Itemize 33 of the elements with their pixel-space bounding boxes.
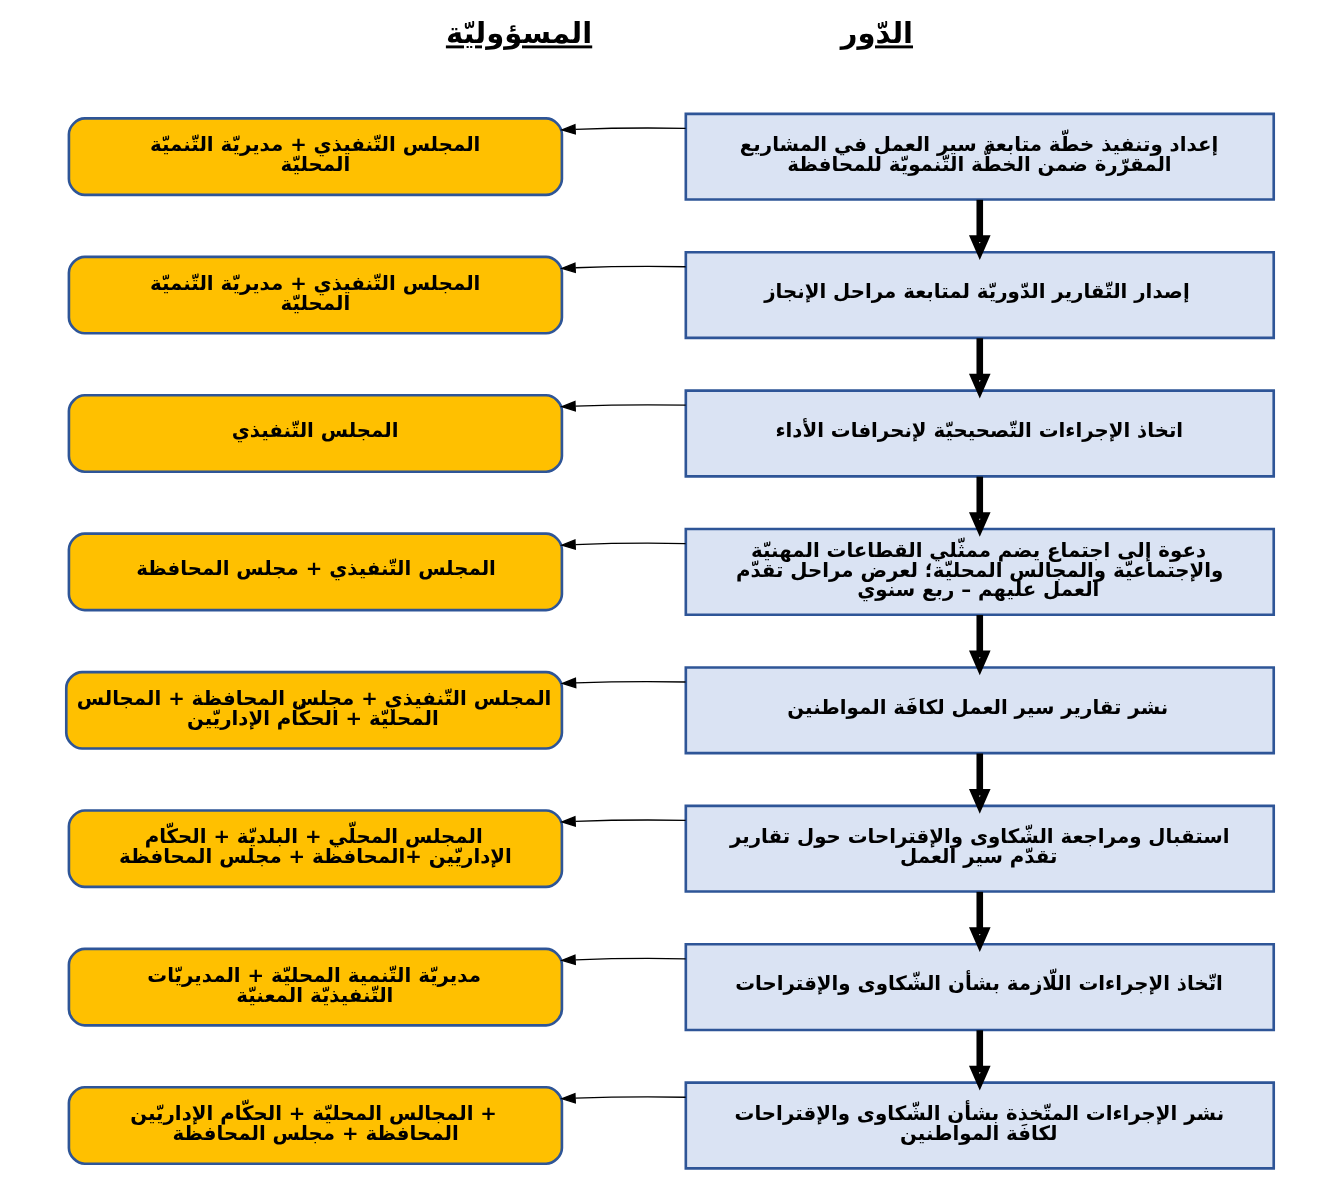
arrow bbox=[968, 476, 991, 537]
node-box: اتّخاذ الإجراءات اللّازمة بشأن الشّكاوى والإقتراحات bbox=[684, 942, 1276, 1032]
node-box: المجالس المحليّة + الحكّام الإداريّين + المحافظة + مجلس المحافظة bbox=[67, 1086, 564, 1166]
node-box: نشر الإجراءات المتّخذة بشأن الشّكاوى والإقتراحات لكافَة المواطنين bbox=[684, 1081, 1276, 1170]
arrow bbox=[559, 954, 687, 966]
node-box: المجلس التّنفيذي + مجلس المحافظة + المجالس المحليّة + الحكّام الإداريّين bbox=[64, 670, 564, 750]
node-box: المجلس التّنفيذي bbox=[67, 393, 564, 473]
arrow bbox=[968, 615, 991, 676]
node-box: المجلس التّنفيذي + مديريّة التّنميّة المحليّة bbox=[67, 255, 564, 335]
arrow bbox=[968, 199, 991, 261]
node-box: المجلس التّنفيذي + مديريّة التّنميّة المحليّة bbox=[67, 117, 564, 197]
arrow bbox=[968, 891, 991, 953]
arrow bbox=[559, 262, 687, 274]
node-box: إعداد وتنفيذ خطّة متابعة سير العمل في المشاريع المقرّرة ضمن الخطّة التّنمويّة للمحافظة bbox=[684, 112, 1276, 201]
arrow bbox=[559, 539, 687, 551]
arrow bbox=[968, 753, 991, 814]
arrow bbox=[559, 815, 687, 827]
node-box: استقبال ومراجعة الشّكاوى والإقتراحات حول تقارير تقدّم سير العمل bbox=[684, 804, 1276, 893]
node-box: اتخاذ الإجراءات التّصحيحيّة لإنحرافات الأداء bbox=[684, 389, 1276, 478]
node-box: نشر تقارير سير العمل لكافَة المواطنين bbox=[684, 666, 1276, 755]
arrow bbox=[559, 400, 687, 412]
arrow bbox=[968, 338, 991, 399]
node-box: مديريّة التّنمية المحليّة + المديريّات التّنفيذيّة المعنيّة bbox=[67, 947, 564, 1027]
label: الدّور bbox=[840, 16, 914, 51]
node-box: المجلس المحلّي + البلديّة + الحكّام الإداريّين +المحافظة + مجلس المحافظة bbox=[67, 809, 564, 889]
arrow bbox=[559, 123, 687, 135]
node-box: دعوة إلى اجتماع يضم ممثّلي القطاعات المهنيّة والإجتماعيّة والمجالس المحليّة؛ لعرض مراحل تقدّم العمل عليهم – ربع سنوي bbox=[684, 527, 1276, 617]
arrow bbox=[560, 677, 687, 689]
arrow bbox=[968, 1030, 991, 1091]
label: المسؤوليّة bbox=[445, 16, 593, 51]
node-box: المجلس التّنفيذي + مجلس المحافظة bbox=[67, 532, 564, 612]
arrow bbox=[559, 1092, 687, 1104]
node-box: إصدار التّقارير الدّوريّة لمتابعة مراحل الإنجاز bbox=[684, 250, 1276, 340]
